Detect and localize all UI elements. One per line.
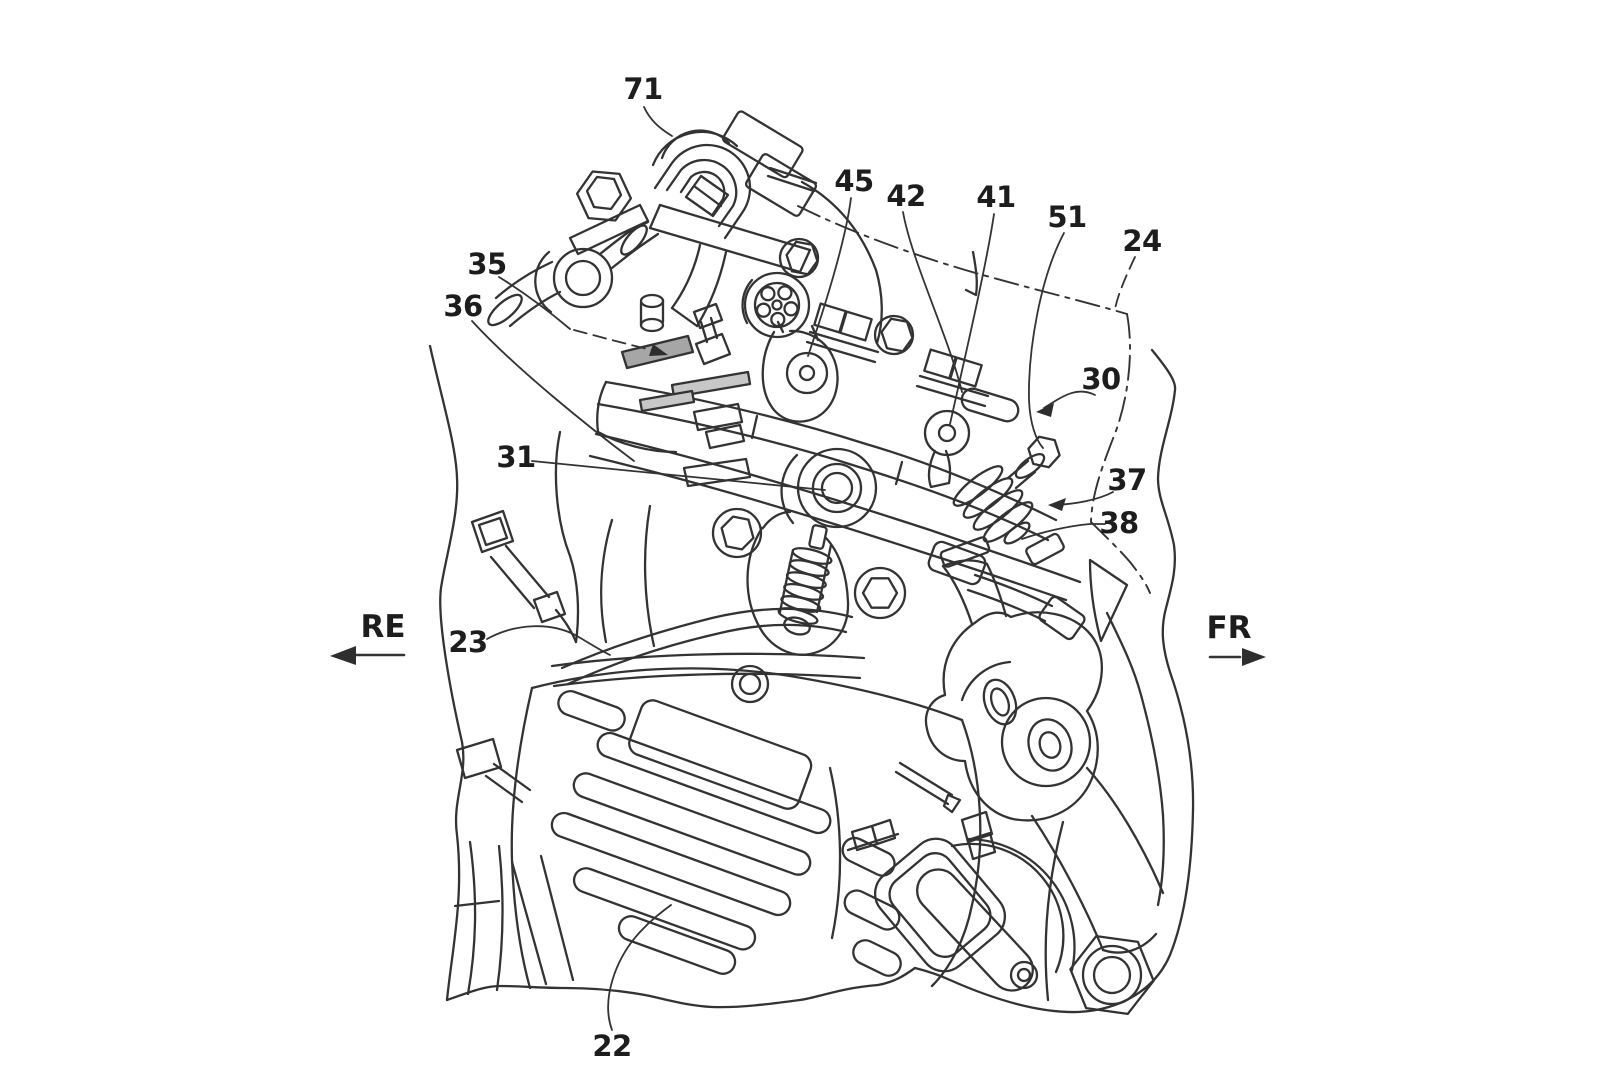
head-bolt: [853, 566, 907, 620]
mount-arm: [1085, 766, 1165, 895]
part-label-38: 38: [1099, 506, 1138, 540]
crankcase: [453, 652, 1076, 996]
frame-member: [913, 348, 1195, 1016]
tappet-assembly: [682, 302, 752, 488]
frame-bolt-boss: [1069, 934, 1155, 1016]
u-clamp-outer: [653, 143, 752, 240]
direction-arrows: [330, 646, 1266, 666]
part-label-37: 37: [1107, 463, 1146, 497]
sensor-bracket-lower: [927, 540, 1086, 641]
leader-38: [1021, 523, 1106, 540]
part-label-24: 24: [1122, 224, 1161, 258]
bolt-washer: [568, 203, 650, 256]
part-label-71: 71: [623, 72, 662, 106]
leader-24: [1114, 256, 1136, 310]
socket-head-bolt: [873, 314, 915, 356]
leader-41: [949, 213, 995, 425]
direction-label-fr: FR: [1206, 610, 1251, 646]
leader-36: [471, 320, 635, 462]
engine-mount-bracket: [894, 536, 1165, 954]
arrow-37: [1048, 491, 1114, 511]
sensor-bracket-71: [648, 110, 820, 328]
eyelet-41: [923, 409, 971, 489]
part-label-45: 45: [834, 164, 873, 198]
part-label-42: 42: [886, 179, 925, 213]
part-labels: 71 45 42 41 51 24 30 35 36 31 37 38 23 2…: [360, 72, 1251, 1063]
case-pad: [628, 699, 813, 810]
cylinder-base-flange: [550, 652, 866, 668]
torn-edge-bottom: [445, 966, 917, 1009]
bracket-cap: [651, 130, 739, 167]
arrow-30: [1036, 390, 1096, 417]
fr-arrow: [1208, 648, 1266, 666]
leader-31: [531, 460, 826, 491]
leader-35: [498, 276, 571, 330]
shaft-bar: [916, 868, 1034, 992]
cylinder-block: [455, 430, 854, 804]
part-label-30: 30: [1081, 362, 1120, 396]
leader-51: [1028, 232, 1065, 449]
cover-bolt-pair: [915, 348, 990, 408]
clutch-arc: [950, 842, 1065, 974]
part-label-31: 31: [496, 440, 535, 474]
case-boss: [730, 664, 770, 704]
part-label-36: 36: [443, 289, 482, 323]
hex-bolt-head: [575, 170, 633, 222]
leader-23: [486, 625, 611, 656]
arrow-insertion-dashed: [573, 329, 668, 356]
part-label-22: 22: [592, 1029, 631, 1063]
cover-bolt-pair: [805, 302, 880, 364]
cam-flange: [741, 271, 811, 339]
socket-head-bolt: [778, 237, 820, 279]
part-label-51: 51: [1047, 200, 1086, 234]
torn-edge-left: [428, 344, 465, 1002]
part-label-35: 35: [467, 247, 506, 281]
cover-dome: [800, 180, 883, 345]
stay-bolt-51: [1027, 435, 1061, 469]
slot-hole: [960, 387, 1020, 423]
head-bolt: [711, 507, 763, 559]
side-cover: [873, 837, 1007, 973]
leader-22: [607, 904, 672, 1031]
leader-71: [643, 106, 673, 137]
washer-stack: [952, 435, 1061, 545]
lower-hanger-tab: [455, 737, 532, 804]
gasket-strip-b: [638, 389, 696, 413]
cylinder-head: [588, 180, 1086, 656]
breather-nipple: [639, 293, 665, 333]
hose-fitting: [487, 170, 665, 333]
head-parting-line: [594, 432, 1082, 584]
part-label-23: 23: [448, 625, 487, 659]
re-arrow: [330, 646, 406, 665]
direction-label-re: RE: [360, 609, 405, 645]
leader-42: [902, 211, 963, 393]
part-label-41: 41: [976, 180, 1015, 214]
engine-hanger-tab: [470, 509, 578, 644]
spark-plug: [746, 510, 850, 656]
leader-lines: [471, 106, 1136, 1031]
leader-45: [807, 197, 852, 357]
cooling-fins: [550, 689, 902, 977]
